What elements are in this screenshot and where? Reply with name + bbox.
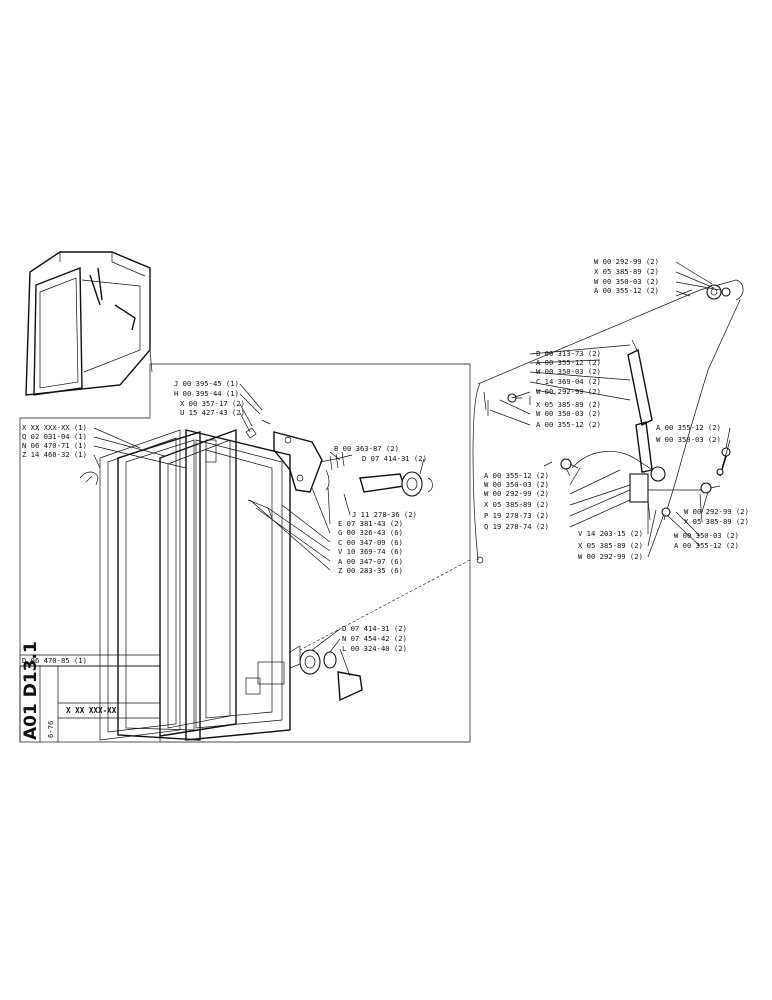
callout-label: L 00 324-40 (2) [342,644,407,653]
leader-lines [93,261,731,677]
callout-label: J 00 395-45 (1) [174,379,239,388]
callout-label: V 14 203-15 (2) [578,529,643,538]
callout-label: W 00 292-99 (2) [484,489,549,498]
drawing-code-box: X XX XXX-XX [66,706,117,715]
callout-label: X XX XXX-XX (1) [22,423,87,432]
callout-label: A 00 355-12 (2) [536,358,601,367]
lower-hinge-hardware [289,645,363,702]
callout-label: W 00 350-03 (2) [656,435,721,444]
callout-label: B 00 313-73 (2) [536,349,601,358]
callout-label: Z 00 283-35 (6) [338,566,403,575]
drawing-number: A01 D13.1 [21,641,41,740]
callout-label: G 00 326-43 (6) [338,528,403,537]
title-block: A01 D13.1 6-76 X XX XXX-XX D 06 470-85 (… [19,641,161,743]
callout-label: X 05 385-89 (2) [536,400,601,409]
right-lower-left-callouts: A 00 355-12 (2) W 00 350-03 (2) W 00 292… [484,471,549,531]
right-mid-callouts: B 00 313-73 (2) A 00 355-12 (2) W 00 350… [536,349,601,429]
callout-label: B 00 363-87 (2) [334,444,399,453]
hinge-callouts-lower: J 11 278-36 (2) E 07 381-43 (2) G 00 326… [338,510,417,575]
upper-hinge-hardware [245,419,433,519]
callout-label: A 00 355-12 (2) [656,423,721,432]
callout-label: A 00 355-12 (2) [594,286,659,295]
right-lower-center-callouts: V 14 203-15 (2) X 05 385-89 (2) W 00 292… [578,529,643,561]
callout-label: A 00 355-12 (2) [674,541,739,550]
callout-label: C 14 369-04 (2) [536,377,601,386]
callout-label: A 00 347-07 (6) [338,557,403,566]
assembly-reference: D 06 470-85 (1) [22,656,87,665]
callout-label: N 06 470-71 (1) [22,441,87,450]
callout-label: W 00 350-03 (2) [536,367,601,376]
callout-label: X 05 385-89 (2) [594,267,659,276]
callout-label: V 10 369-74 (6) [338,547,403,556]
left-callouts: X XX XXX-XX (1) Q 02 031-04 (1) N 06 470… [22,423,87,459]
callout-label: Q 02 031-04 (1) [22,432,87,441]
top-callouts: J 00 395-45 (1) H 00 395-44 (1) X 00 357… [174,379,245,417]
callout-label: C 00 347-09 (6) [338,538,403,547]
callout-label: D 07 414-31 (2) [362,454,427,463]
callout-label: A 00 355-12 (2) [536,420,601,429]
callout-label: W 00 292-99 (2) [684,507,749,516]
callout-label: W 00 292-99 (2) [594,257,659,266]
callout-label: H 00 395-44 (1) [174,389,239,398]
callout-label: Q 19 278-74 (2) [484,522,549,531]
callout-label: X 05 385-89 (2) [578,541,643,550]
callout-label: P 19 278-73 (2) [484,511,549,520]
callout-label: W 00 350-03 (2) [536,409,601,418]
callout-label: X 00 357-17 (2) [180,399,245,408]
callout-label: N 07 454-42 (2) [342,634,407,643]
hinge-callouts-upper: B 00 363-87 (2) D 07 414-31 (2) [334,444,427,463]
right-top-callouts: W 00 292-99 (2) X 05 385-89 (2) W 00 350… [594,257,659,295]
callout-label: J 11 278-36 (2) [352,510,417,519]
callout-label: W 00 350-03 (2) [484,480,549,489]
callout-label: A 00 355-12 (2) [484,471,549,480]
callout-label: X 05 385-89 (2) [484,500,549,509]
cab-inset-illustration [25,251,153,396]
callout-label: W 00 350-03 (2) [594,277,659,286]
callout-label: X 05 385-89 (2) [684,517,749,526]
callout-label: W 00 350-03 (2) [674,531,739,540]
bottom-hinge-callouts: D 07 414-31 (2) N 07 454-42 (2) L 00 324… [342,624,407,653]
callout-label: W 00 292-99 (2) [578,552,643,561]
right-far-callouts: A 00 355-12 (2) W 00 350-03 (2) [656,423,721,444]
callout-label: D 07 414-31 (2) [342,624,407,633]
door-panels [79,428,291,741]
drawing-date: 6-76 [46,721,55,738]
right-lower-right-callouts: W 00 292-99 (2) X 05 385-89 (2) W 00 350… [674,507,749,550]
callout-label: U 15 427-43 (2) [180,408,245,417]
callout-label: Z 14 460-32 (1) [22,450,87,459]
callout-label: E 07 381-43 (2) [338,519,403,528]
callout-label: W 00 292-99 (2) [536,387,601,396]
